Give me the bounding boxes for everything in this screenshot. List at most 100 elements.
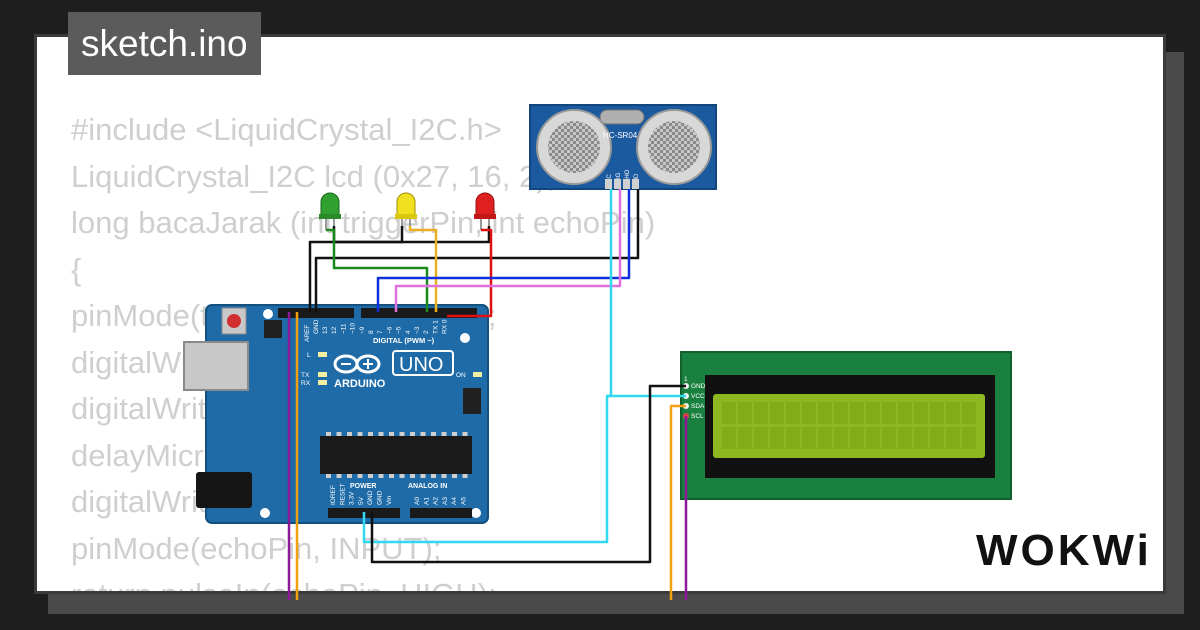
lcd-cell <box>930 427 944 449</box>
digital-header-left[interactable] <box>278 308 354 318</box>
sensor-pin[interactable] <box>632 179 639 189</box>
wire-vcc-sensor <box>362 189 613 544</box>
sensor-pin[interactable] <box>623 179 630 189</box>
chip-pin <box>347 474 352 478</box>
wire-led-gnd-1 <box>332 226 404 244</box>
chip-pin <box>410 474 415 478</box>
pin-label: GND <box>377 490 384 505</box>
wire-gnd-sensor <box>314 189 640 312</box>
led-yellow[interactable] <box>395 192 417 230</box>
sensor-pin-label: ECHO <box>625 169 631 187</box>
sensor-pin[interactable] <box>614 179 621 189</box>
code-line: { <box>71 251 82 287</box>
chip-pin <box>378 474 384 478</box>
lcd-cell <box>802 402 816 424</box>
chip-pin <box>399 432 405 436</box>
usb-port <box>183 341 249 391</box>
file-name-tab: sketch.ino <box>68 12 261 75</box>
pin-label: ~5 <box>396 326 403 334</box>
pin-label: ~6 <box>386 326 393 334</box>
wire-gnd-lcd <box>370 384 686 564</box>
chip-pins <box>326 432 468 478</box>
chip-pin <box>347 432 352 436</box>
pin-label: ~9 <box>359 326 366 334</box>
board-led-tx <box>318 372 327 377</box>
lcd-cell <box>850 427 864 449</box>
chip-pin <box>357 432 363 436</box>
lcd-cell <box>850 402 864 424</box>
icsp-header-2 <box>463 388 481 414</box>
code-line: return pulseIn(echoPin, HIGH); <box>71 572 655 591</box>
led-label-l: L <box>307 352 311 359</box>
sensor-pin[interactable] <box>605 179 612 189</box>
lcd-cell <box>834 402 848 424</box>
lcd-cell <box>882 402 896 424</box>
pin-label: ~10 <box>350 323 357 334</box>
lcd-cell <box>882 427 896 449</box>
lcd-pin-label: SDA <box>691 403 705 410</box>
chip-pin <box>431 474 436 478</box>
power-jack <box>196 472 252 508</box>
lcd-cell <box>738 427 752 449</box>
analog-header-label: ANALOG IN <box>408 483 447 490</box>
pin-label-aref: AREF <box>304 325 311 342</box>
chip-pin <box>462 474 468 478</box>
lcd-cell <box>770 427 784 449</box>
led-green[interactable] <box>319 192 341 230</box>
board-led-on <box>473 372 482 377</box>
pin-label: 3.3V <box>349 491 356 505</box>
board-model-label: UNO <box>399 354 443 376</box>
code-line: LiquidCrystal_I2C lcd (0x27, 16, 2); <box>71 158 556 194</box>
lcd-cell <box>898 402 912 424</box>
pin-label: 8 <box>368 330 375 334</box>
chip-pin <box>389 432 394 436</box>
lcd-pin-label: VCC <box>691 393 705 400</box>
ultrasonic-sensor: HC-SR04 VCC TRIG ECHO GND <box>529 104 717 190</box>
pin-label: A4 <box>451 497 458 505</box>
lcd-cell <box>722 402 736 424</box>
led-red[interactable] <box>474 192 496 230</box>
lcd-cell <box>786 427 800 449</box>
lcd-cell <box>898 427 912 449</box>
digital-header-label: DIGITAL (PWM ~) <box>373 336 435 345</box>
chip-pin <box>368 432 373 436</box>
digital-header-right[interactable] <box>361 308 477 318</box>
lcd-cell <box>866 427 880 449</box>
power-header-label: POWER <box>350 483 376 490</box>
pin-label: 2 <box>423 330 430 334</box>
pin-label: TX 1 <box>432 320 439 334</box>
pin-label: 4 <box>405 330 412 334</box>
chip-pin <box>431 432 436 436</box>
lcd-cell <box>786 402 800 424</box>
lcd-cell <box>754 402 768 424</box>
analog-header[interactable] <box>410 508 472 518</box>
chip-pin <box>452 474 457 478</box>
chip-pin <box>326 432 331 436</box>
lcd-display: 1 GND VCC SDA SCL <box>680 351 1012 500</box>
board-led-rx <box>318 380 327 385</box>
wokwi-logo: WOKWi <box>976 526 1152 575</box>
lcd-cell <box>914 427 928 449</box>
pin-label: Vin <box>386 495 393 505</box>
pin-label: ~3 <box>414 326 421 334</box>
wires <box>287 189 688 600</box>
lcd-cell <box>946 402 960 424</box>
pin-label: A3 <box>442 497 449 505</box>
sensor-transducer-left <box>536 109 612 185</box>
reset-button[interactable] <box>227 314 241 328</box>
chip-pin <box>441 432 447 436</box>
lcd-screen <box>713 394 985 458</box>
chip-pin <box>357 474 363 478</box>
chip-pin <box>420 432 426 436</box>
wire-red-led <box>447 228 493 318</box>
pin-label: GND <box>367 490 374 505</box>
lcd-cell <box>818 402 832 424</box>
board-led-l <box>318 352 327 357</box>
lcd-cell <box>738 402 752 424</box>
code-line: long bacaJarak (int triggerPin, int echo… <box>71 205 656 240</box>
pin-label: A2 <box>433 497 440 505</box>
lcd-cell <box>946 427 960 449</box>
sensor-transducer-right <box>636 109 712 185</box>
